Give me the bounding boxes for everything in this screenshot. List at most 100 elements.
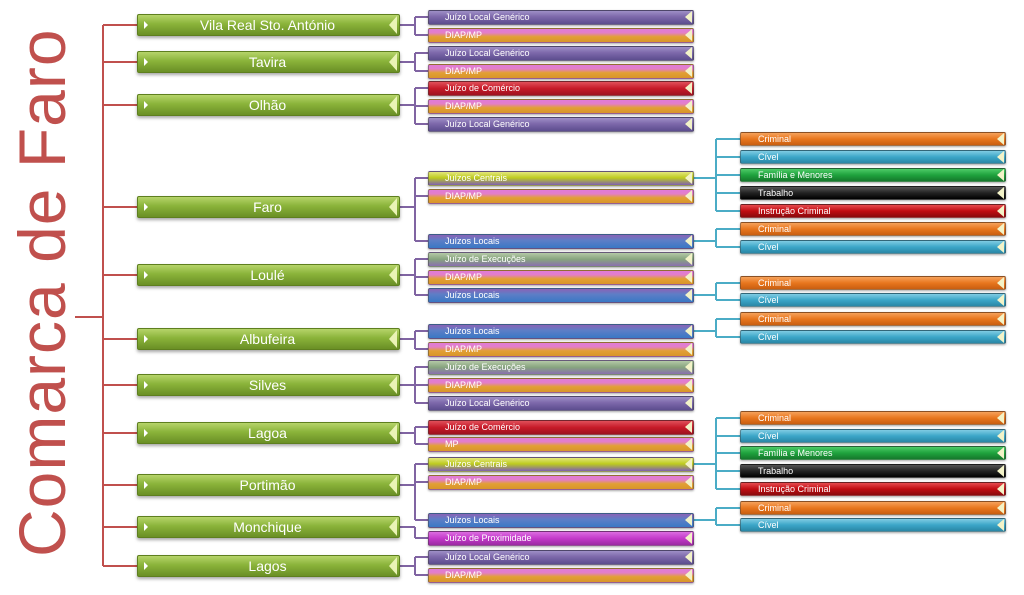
court-node[interactable]: DIAP/MP xyxy=(428,188,694,204)
expand-arrow-icon xyxy=(144,21,148,29)
tab-arrow-icon xyxy=(389,518,397,536)
tab-arrow-icon xyxy=(685,289,692,301)
department-node[interactable]: Cível xyxy=(740,330,1006,344)
tab-arrow-icon xyxy=(997,277,1004,289)
court-node[interactable]: DIAP/MP xyxy=(428,269,694,285)
city-node-label: Albufeira xyxy=(239,331,296,347)
court-node-label: DIAP/MP xyxy=(445,66,483,76)
tab-arrow-icon xyxy=(685,190,692,202)
department-node[interactable]: Criminal xyxy=(740,222,1006,236)
court-node[interactable]: Juízo Local Genérico xyxy=(428,395,694,411)
department-node[interactable]: Criminal xyxy=(740,312,1006,326)
tab-arrow-icon xyxy=(685,235,692,247)
court-node-label: Juízo de Proximidade xyxy=(445,533,532,543)
city-node[interactable]: Portimão xyxy=(137,474,400,496)
court-node[interactable]: DIAP/MP xyxy=(428,27,694,43)
tab-arrow-icon xyxy=(997,187,1004,199)
city-node-label: Monchique xyxy=(233,519,302,535)
expand-arrow-icon xyxy=(144,203,148,211)
court-node[interactable]: Juízos Locais xyxy=(428,323,694,339)
department-node[interactable]: Trabalho xyxy=(740,186,1006,200)
department-node[interactable]: Cível xyxy=(740,240,1006,254)
department-node[interactable]: Trabalho xyxy=(740,464,1006,478)
court-node[interactable]: Juízo de Proximidade xyxy=(428,530,694,546)
court-node[interactable]: Juízo Local Genérico xyxy=(428,549,694,565)
city-node-label: Faro xyxy=(253,199,282,215)
tab-arrow-icon xyxy=(997,205,1004,217)
court-node[interactable]: Juízos Locais xyxy=(428,512,694,528)
tab-arrow-icon xyxy=(685,172,692,184)
court-node-label: DIAP/MP xyxy=(445,30,483,40)
department-node-label: Família e Menores xyxy=(758,170,833,180)
city-node[interactable]: Faro xyxy=(137,196,400,218)
court-node[interactable]: DIAP/MP xyxy=(428,474,694,490)
court-node[interactable]: Juízos Centrais xyxy=(428,456,694,472)
expand-arrow-icon xyxy=(144,335,148,343)
court-node-label: Juízo Local Genérico xyxy=(445,552,530,562)
court-node[interactable]: Juízos Locais xyxy=(428,287,694,303)
department-node-label: Instrução Criminal xyxy=(758,484,831,494)
court-node-label: Juízo Local Genérico xyxy=(445,398,530,408)
department-node[interactable]: Criminal xyxy=(740,411,1006,425)
department-node[interactable]: Família e Menores xyxy=(740,168,1006,182)
court-node[interactable]: DIAP/MP xyxy=(428,377,694,393)
court-node[interactable]: Juízo Local Genérico xyxy=(428,9,694,25)
court-node[interactable]: Juízo Local Genérico xyxy=(428,45,694,61)
department-node[interactable]: Cível xyxy=(740,293,1006,307)
tab-arrow-icon xyxy=(685,29,692,41)
city-node-label: Silves xyxy=(248,377,287,393)
court-node-label: DIAP/MP xyxy=(445,101,483,111)
department-node[interactable]: Criminal xyxy=(740,132,1006,146)
court-node-label: Juízos Locais xyxy=(445,515,500,525)
tab-arrow-icon xyxy=(685,421,692,433)
city-node[interactable]: Albufeira xyxy=(137,328,400,350)
tab-arrow-icon xyxy=(685,118,692,130)
tab-arrow-icon xyxy=(997,151,1004,163)
expand-arrow-icon xyxy=(144,562,148,570)
court-node[interactable]: DIAP/MP xyxy=(428,98,694,114)
court-node[interactable]: Juízos Centrais xyxy=(428,170,694,186)
department-node[interactable]: Criminal xyxy=(740,501,1006,515)
court-node[interactable]: Juízo Local Genérico xyxy=(428,116,694,132)
city-node[interactable]: Monchique xyxy=(137,516,400,538)
tab-arrow-icon xyxy=(685,438,692,450)
court-node-label: DIAP/MP xyxy=(445,344,483,354)
tab-arrow-icon xyxy=(389,16,397,34)
court-node[interactable]: DIAP/MP xyxy=(428,341,694,357)
tab-arrow-icon xyxy=(997,519,1004,531)
city-node[interactable]: Loulé xyxy=(137,264,400,286)
court-node[interactable]: Juízos Locais xyxy=(428,233,694,249)
city-node-label: Loulé xyxy=(250,267,285,283)
court-node[interactable]: DIAP/MP xyxy=(428,567,694,583)
court-node[interactable]: Juízo de Comércio xyxy=(428,80,694,96)
tab-arrow-icon xyxy=(997,294,1004,306)
tab-arrow-icon xyxy=(389,376,397,394)
tab-arrow-icon xyxy=(389,424,397,442)
tab-arrow-icon xyxy=(997,465,1004,477)
department-node[interactable]: Cível xyxy=(740,429,1006,443)
tab-arrow-icon xyxy=(685,65,692,77)
city-node[interactable]: Tavira xyxy=(137,51,400,73)
court-node-label: Juízos Centrais xyxy=(445,173,508,183)
city-node[interactable]: Lagoa xyxy=(137,422,400,444)
department-node[interactable]: Instrução Criminal xyxy=(740,204,1006,218)
department-node[interactable]: Instrução Criminal xyxy=(740,482,1006,496)
department-node[interactable]: Cível xyxy=(740,518,1006,532)
tab-arrow-icon xyxy=(389,557,397,575)
court-node[interactable]: DIAP/MP xyxy=(428,63,694,79)
city-node[interactable]: Vila Real Sto. António xyxy=(137,14,400,36)
court-node[interactable]: Juízo de Comércio xyxy=(428,419,694,435)
department-node[interactable]: Família e Menores xyxy=(740,446,1006,460)
court-node[interactable]: Juízo de Execuções xyxy=(428,251,694,267)
department-node-label: Criminal xyxy=(758,278,792,288)
court-node-label: DIAP/MP xyxy=(445,570,483,580)
city-node[interactable]: Lagos xyxy=(137,555,400,577)
court-node-label: MP xyxy=(445,439,459,449)
department-node[interactable]: Cível xyxy=(740,150,1006,164)
department-node[interactable]: Criminal xyxy=(740,276,1006,290)
city-node[interactable]: Olhão xyxy=(137,94,400,116)
city-node[interactable]: Silves xyxy=(137,374,400,396)
court-node[interactable]: MP xyxy=(428,436,694,452)
court-node[interactable]: Juízo de Execuções xyxy=(428,359,694,375)
